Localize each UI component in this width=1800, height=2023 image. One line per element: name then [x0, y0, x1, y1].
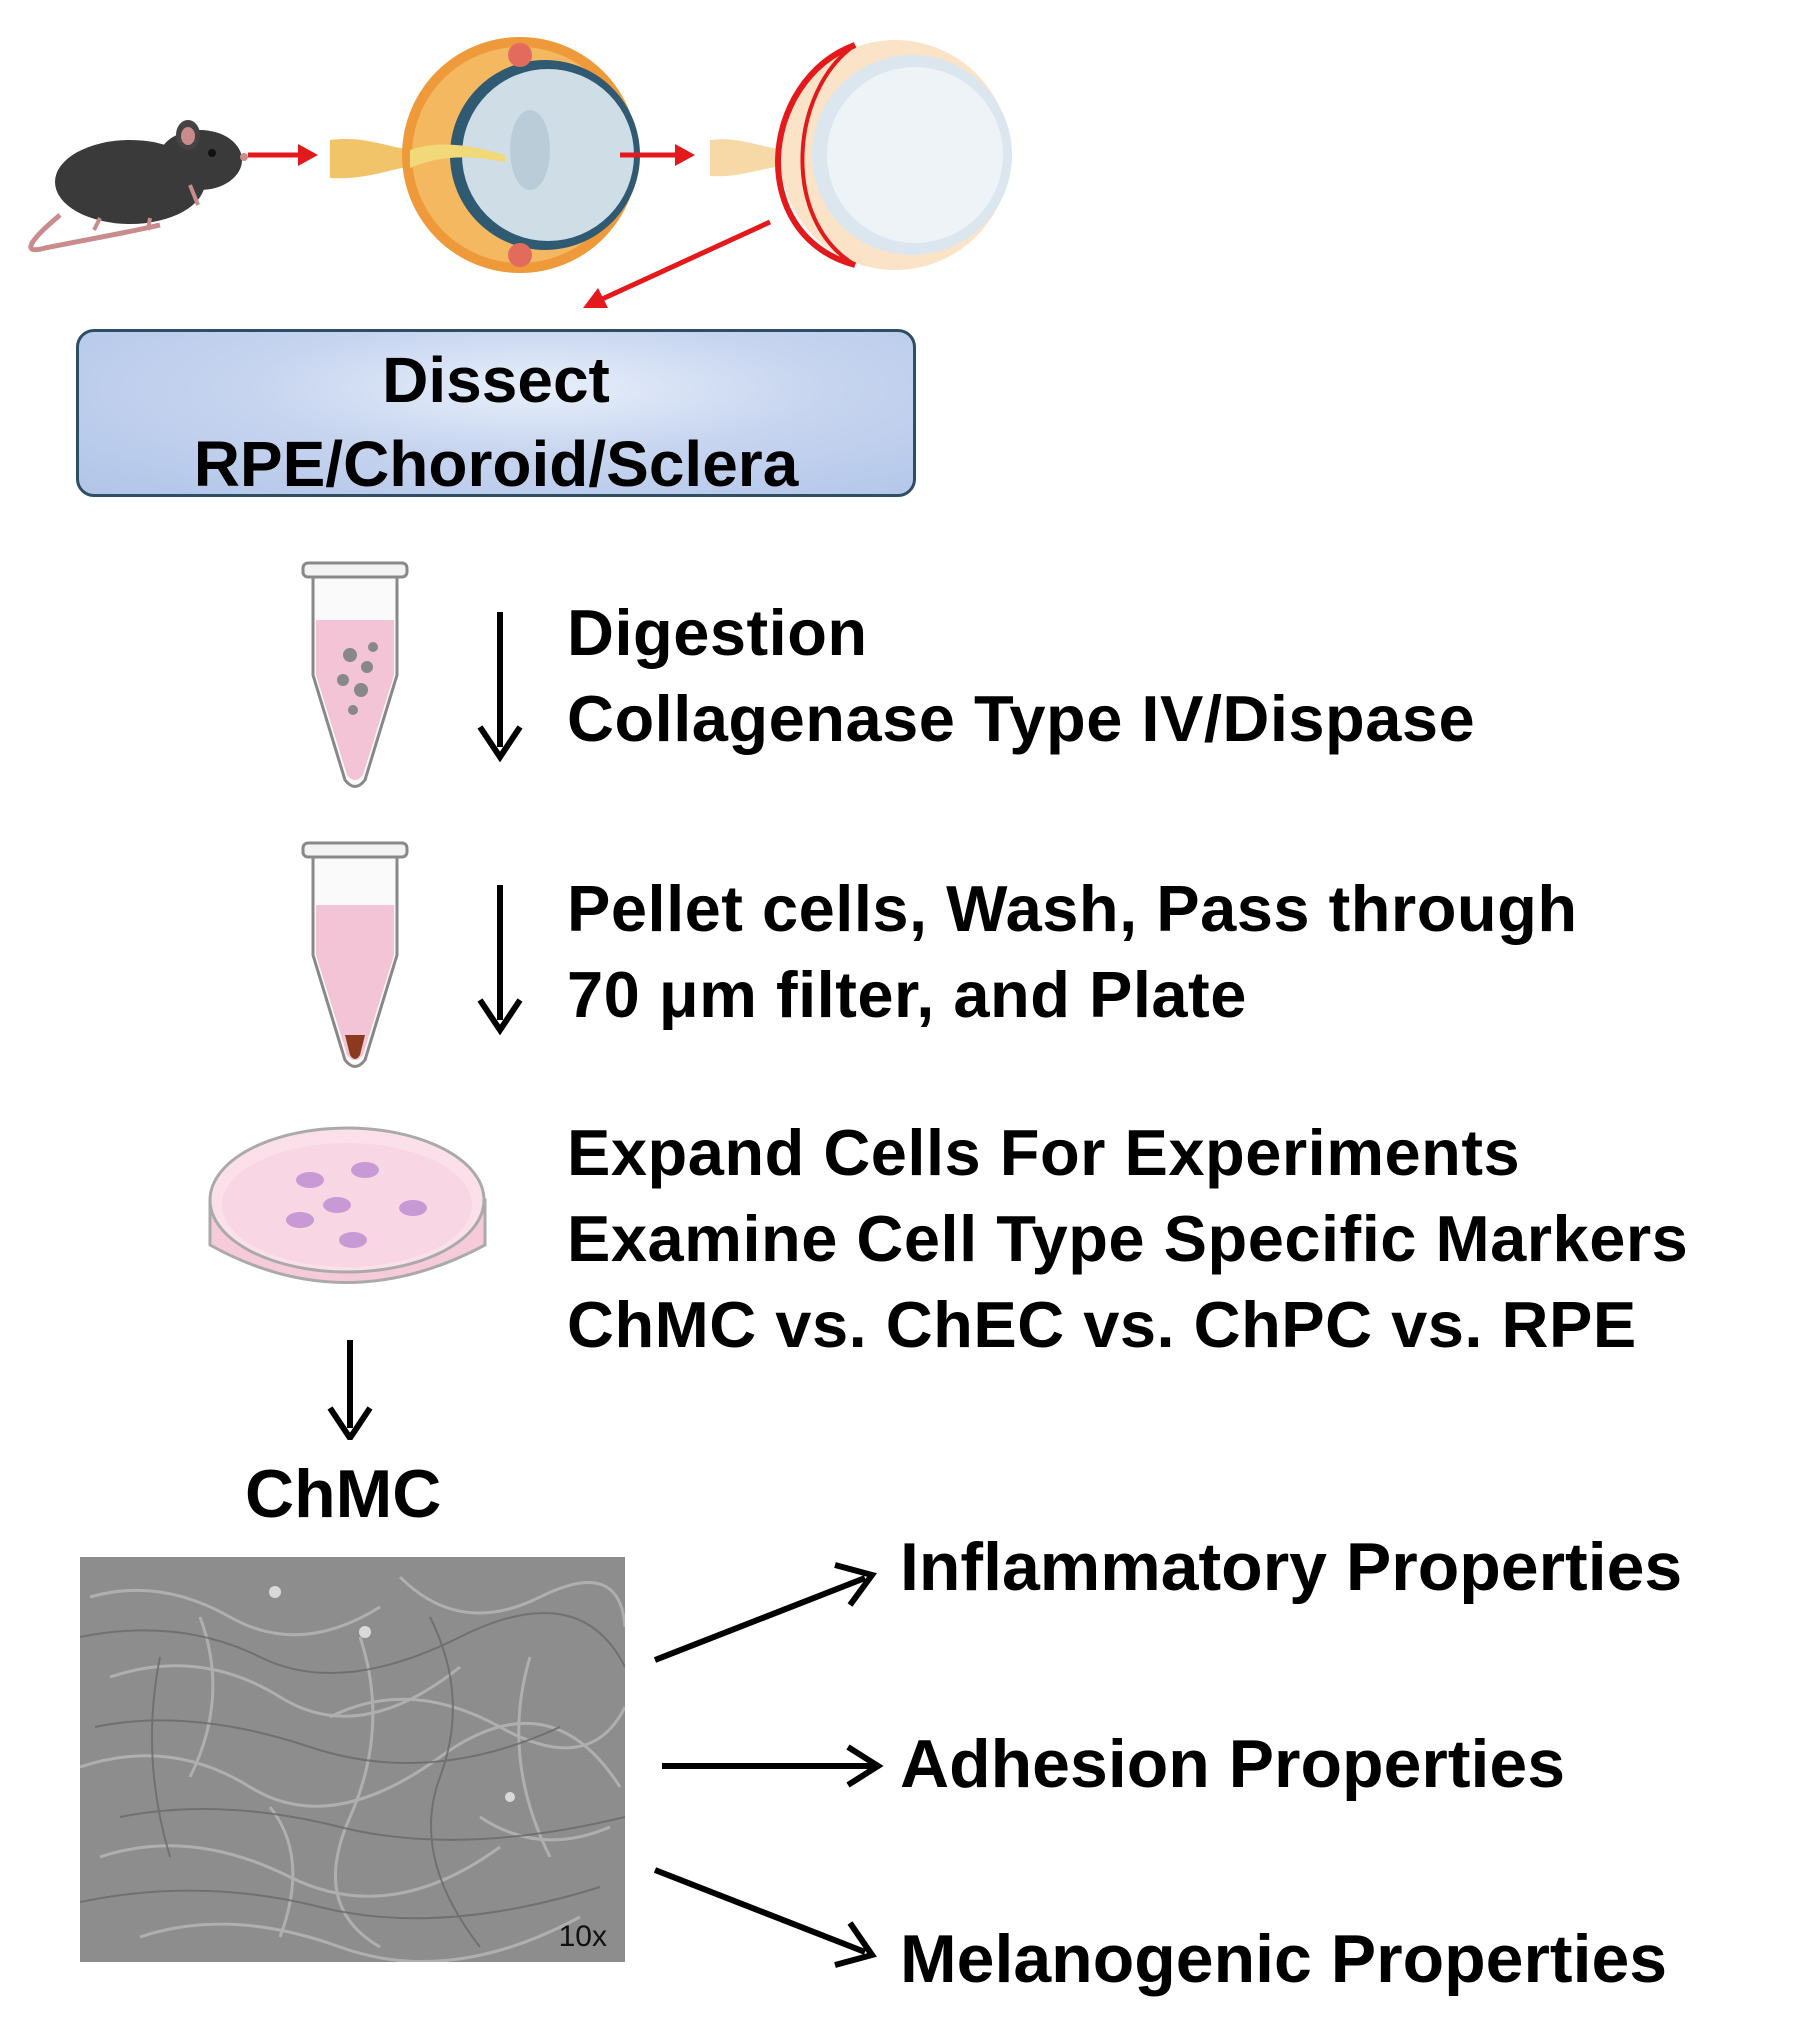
step-3-line-1: Expand Cells For Experiments: [567, 1116, 1521, 1189]
dissected-eye-icon: [710, 40, 1012, 270]
step-1-line-2: Collagenase Type IV/Dispase: [567, 682, 1476, 755]
step-1-text: Digestion Collagenase Type IV/Dispase: [567, 590, 1475, 762]
output-arrow-adhesion: [662, 1744, 884, 1788]
output-melanogenic: Melanogenic Properties: [900, 1921, 1668, 1997]
petri-dish-icon: [208, 1126, 487, 1284]
top-illustration: [28, 37, 1012, 308]
flow-arrow-red-3: [583, 219, 772, 308]
step-2-line-1: Pellet cells, Wash, Pass through: [567, 872, 1578, 945]
output-arrow-inflammatory: [653, 1562, 878, 1663]
eye-cross-section-icon: [330, 37, 640, 273]
micrograph-texture: [80, 1557, 625, 1962]
output-arrow-melanogenic: [653, 1867, 877, 1968]
step-arrow-1: [477, 612, 523, 762]
magnification-label: 10x: [558, 1920, 607, 1953]
output-adhesion: Adhesion Properties: [900, 1726, 1566, 1802]
dissect-box: Dissect RPE/Choroid/Sclera: [76, 329, 916, 500]
mouse-icon: [28, 120, 248, 253]
microtube-icon: [301, 561, 409, 788]
dissect-subtitle: RPE/Choroid/Sclera: [193, 428, 799, 500]
step-2-line-2: 70 μm filter, and Plate: [567, 958, 1247, 1031]
step-3-line-3: ChMC vs. ChEC vs. ChPC vs. RPE: [567, 1288, 1637, 1361]
output-arrows: [653, 1562, 884, 1968]
output-inflammatory: Inflammatory Properties: [900, 1529, 1683, 1605]
step-1-line-1: Digestion: [567, 596, 868, 669]
micrograph-image: 10x: [80, 1557, 625, 1962]
flow-arrow-red-2: [620, 144, 695, 166]
flow-arrow-red-1: [248, 144, 318, 166]
step-3-text: Expand Cells For Experiments Examine Cel…: [567, 1110, 1688, 1368]
step-2-text: Pellet cells, Wash, Pass through 70 μm f…: [567, 866, 1578, 1038]
step-arrow-3: [327, 1340, 373, 1440]
step-3-line-2: Examine Cell Type Specific Markers: [567, 1202, 1689, 1275]
dissect-title: Dissect: [382, 344, 610, 416]
cell-type-label: ChMC: [245, 1456, 442, 1532]
pellet-tube-icon: [301, 841, 409, 1068]
step-arrow-2: [477, 885, 523, 1035]
